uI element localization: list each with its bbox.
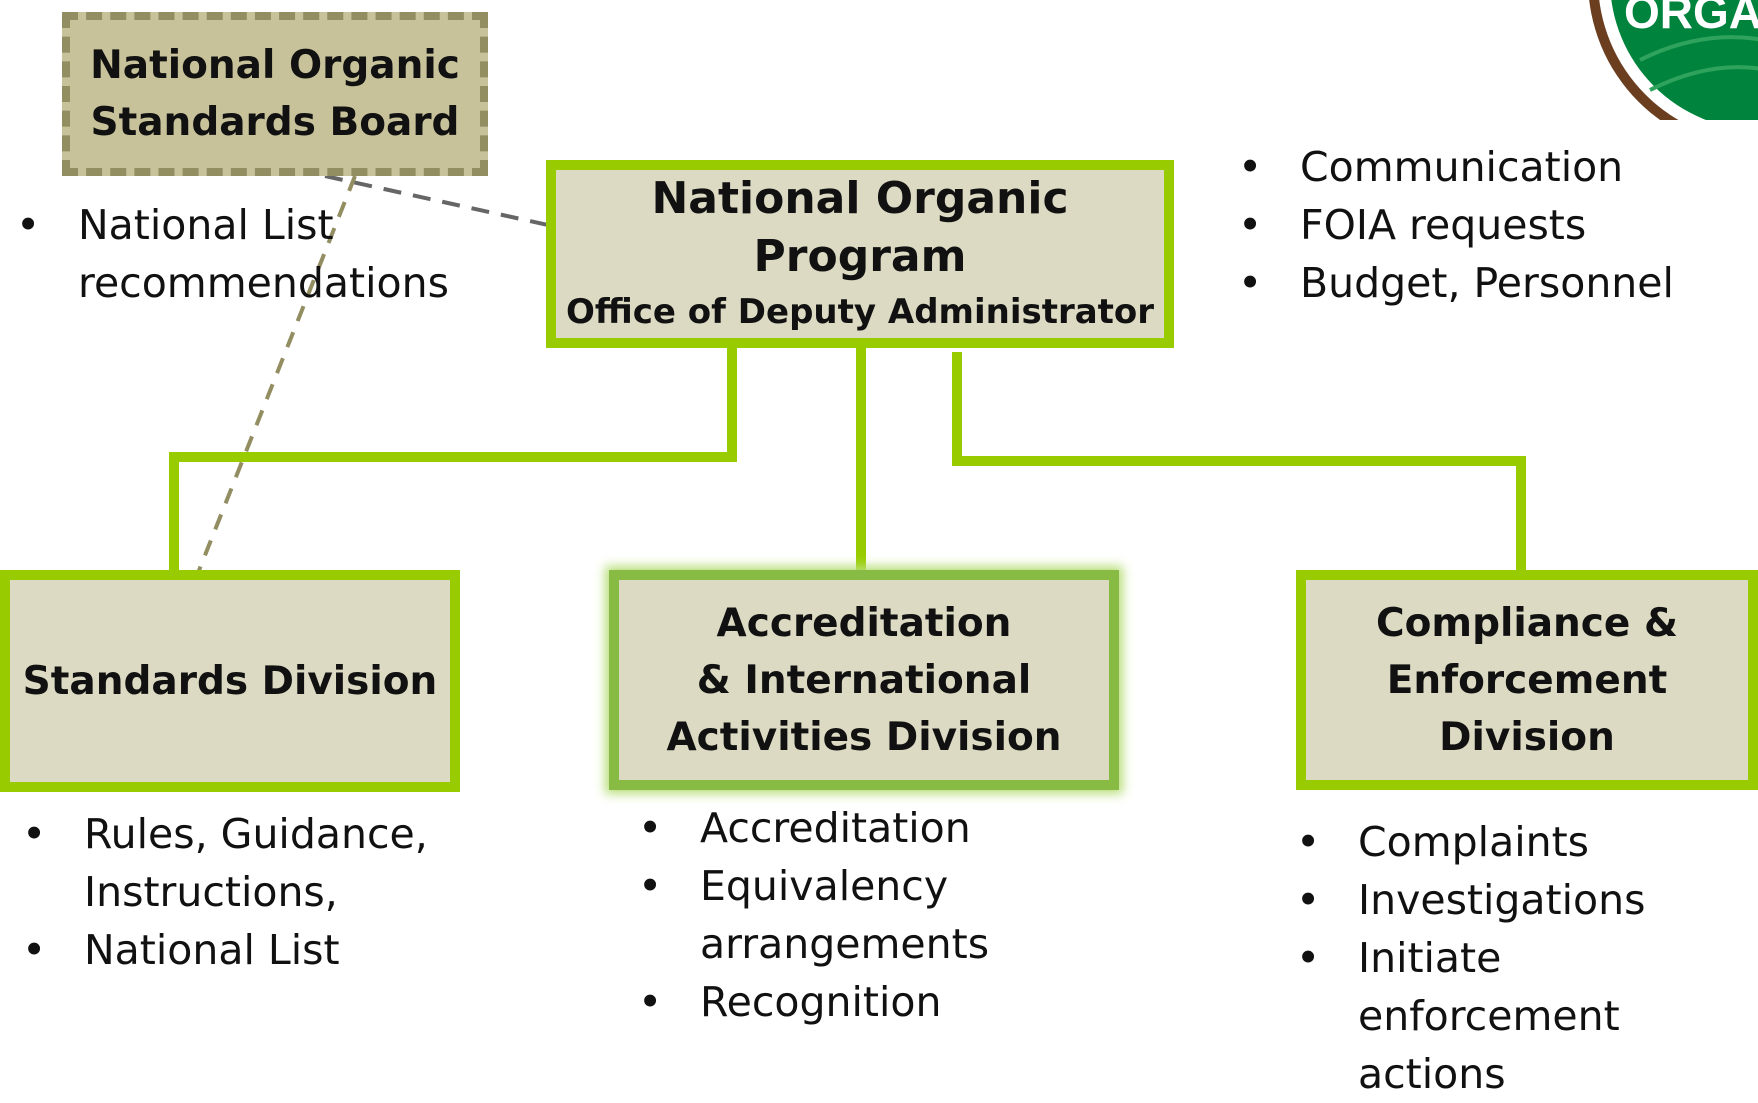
compliance-bullets: Complaints Investigations Initiate enfor… <box>1296 813 1758 1103</box>
accreditation-box-line1: Accreditation <box>716 600 1012 646</box>
list-item: Accreditation <box>638 799 1038 857</box>
list-item: Recognition <box>638 973 1038 1031</box>
compliance-box-line1: Compliance & <box>1376 600 1678 646</box>
list-item: Rules, Guidance, Instructions, <box>22 805 452 921</box>
nop-box: National Organic Program Office of Deput… <box>546 160 1174 348</box>
nosb-box-line2: Standards Board <box>90 100 460 145</box>
nosb-box: National Organic Standards Board <box>62 12 488 176</box>
standards-division-box: Standards Division <box>0 570 460 792</box>
standards-bullets: Rules, Guidance, Instructions, National … <box>22 805 452 979</box>
compliance-box-line2: Enforcement Division <box>1386 657 1668 760</box>
list-item: Communication <box>1238 138 1738 196</box>
list-item: FOIA requests <box>1238 196 1738 254</box>
compliance-division-box: Compliance & Enforcement Division <box>1296 570 1758 790</box>
list-item: National List <box>22 921 452 979</box>
list-item: Initiate enforcement actions <box>1296 929 1758 1103</box>
dashed-link-nosb-to-nop <box>324 174 549 227</box>
nop-bullets: Communication FOIA requests Budget, Pers… <box>1238 138 1738 312</box>
nosb-bullets: National List recommendations <box>16 196 449 312</box>
accreditation-division-box: Accreditation & International Activities… <box>609 570 1119 790</box>
list-item: Complaints <box>1296 813 1758 871</box>
standards-division-label: Standards Division <box>22 658 438 704</box>
nop-box-title: National Organic Program <box>651 173 1069 282</box>
connector-nop-to-standards <box>169 348 737 575</box>
nosb-box-line1: National Organic <box>90 43 460 88</box>
connector-nop-to-compliance <box>952 352 1526 575</box>
accreditation-box-line3: Activities Division <box>666 714 1062 760</box>
list-item: Investigations <box>1296 871 1758 929</box>
nop-box-subtitle: Office of Deputy Administrator <box>565 292 1155 332</box>
accreditation-box-line2: & International <box>696 657 1032 703</box>
list-item: Equivalency arrangements <box>638 857 1038 973</box>
accreditation-bullets: Accreditation Equivalency arrangements R… <box>638 799 1038 1031</box>
list-item: Budget, Personnel <box>1238 254 1738 312</box>
list-item: National List recommendations <box>16 196 449 312</box>
